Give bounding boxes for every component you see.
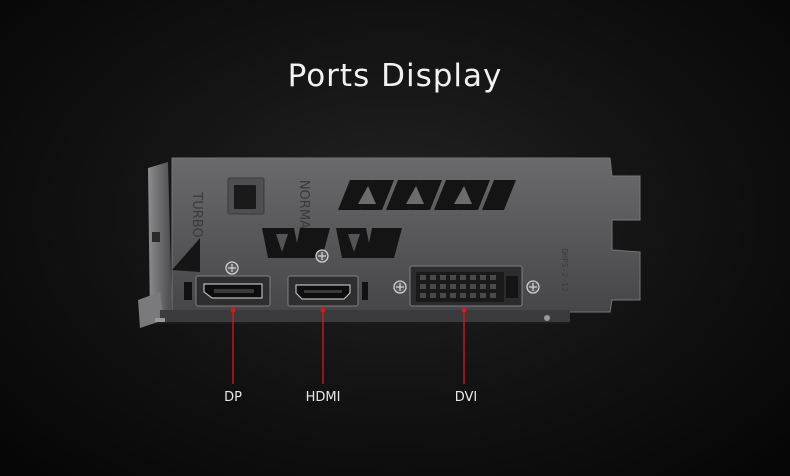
dvi-pin (490, 293, 496, 298)
dvi-pin (480, 275, 486, 280)
dvi-pin (450, 284, 456, 289)
dvi-pin (430, 293, 436, 298)
dvi-pin (420, 293, 426, 298)
dp-port (195, 275, 271, 307)
mode-switch[interactable] (234, 185, 256, 209)
dvi-pin (460, 275, 466, 280)
dvi-pin (470, 284, 476, 289)
dvi-pin (430, 284, 436, 289)
dvi-pin (470, 293, 476, 298)
dvi-pin (440, 293, 446, 298)
model-code: DHPS-2-12 (560, 248, 569, 292)
bracket-plate (171, 157, 641, 313)
normal-label: NORMAL (296, 180, 311, 237)
dvi-pin (460, 284, 466, 289)
dvi-pin (460, 293, 466, 298)
port-label-dp: DP (224, 390, 242, 405)
dvi-pin (480, 293, 486, 298)
dvi-pin (440, 275, 446, 280)
dvi-pin (490, 275, 496, 280)
pointer-lines (230, 307, 467, 384)
page-title: Ports Display (287, 58, 503, 94)
dvi-pin (450, 275, 456, 280)
dvi-pin (440, 284, 446, 289)
screw-icons (225, 249, 540, 294)
turbo-label: TURBO (189, 191, 204, 237)
dvi-pin (480, 284, 486, 289)
dvi-port (409, 265, 523, 307)
dvi-pin (430, 275, 436, 280)
dvi-pin (470, 275, 476, 280)
dvi-pin (420, 275, 426, 280)
dvi-pin (420, 284, 426, 289)
port-label-dvi: DVI (454, 390, 478, 405)
dvi-pin (490, 284, 496, 289)
port-label-hdmi: HDMI (305, 390, 341, 405)
dvi-pin (450, 293, 456, 298)
hdmi-port (287, 275, 359, 307)
